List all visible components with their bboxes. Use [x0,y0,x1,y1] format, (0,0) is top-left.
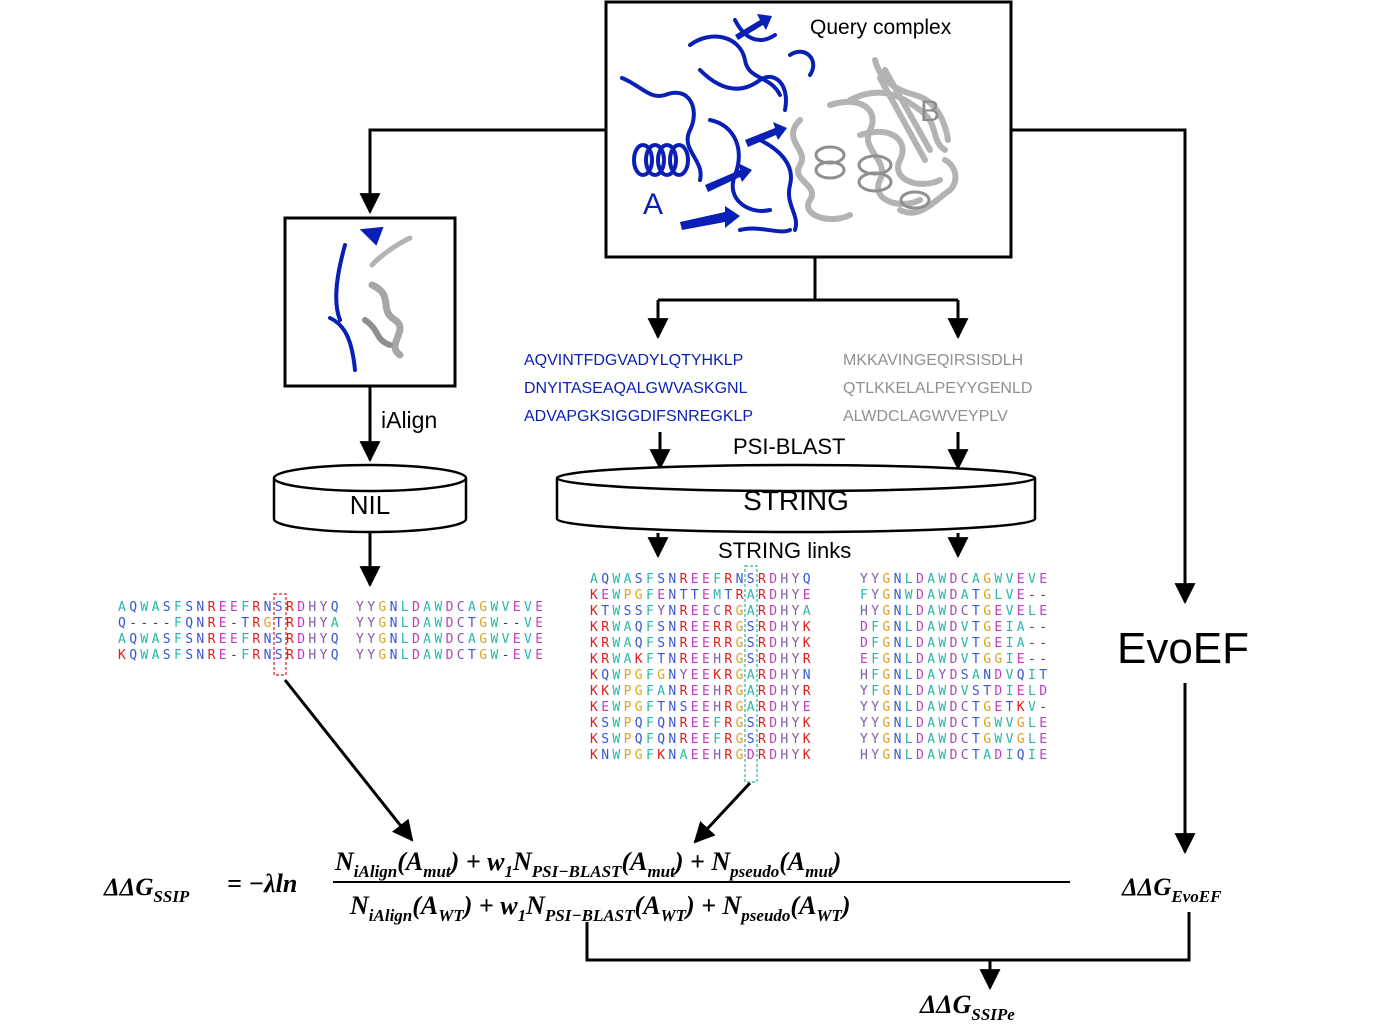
nil-label: NIL [350,490,390,520]
ialign-label: iAlign [381,407,437,433]
chain-b-label: B [920,95,940,128]
chain-a-seq-line-1: AQVINTFDGVADYLQTYHKLP [524,352,743,369]
ddg-evoef: ΔΔGEvoEF [1121,874,1222,906]
string-links-label: STRING links [718,538,851,563]
query-complex-box: Query complex A B [604,0,1013,259]
chain-b-structure [790,57,959,222]
chain-b-sequence: MKKAVINGEQIRSISDLH QTLKKELALPEYYGENLD AL… [843,352,1032,425]
query-complex-title: Query complex [810,16,952,39]
string-mutation-column-highlight [744,565,758,783]
ssip-formula: ΔΔGSSIP = −λln NiAlign(Amut) + w1NPSI−BL… [103,847,1222,1024]
evoef-label: EvoEF [1117,624,1249,673]
interface-structure [328,226,413,372]
string-database: STRING [555,463,1037,534]
chain-b-seq-line-2: QTLKKELALPEYYGENLD [843,380,1032,397]
interface-box [283,216,457,388]
chain-b-helices [814,145,931,210]
chain-a-seq-line-2: DNYITASEAQALGWVASKGNL [524,380,748,397]
nil-database: NIL [272,463,468,534]
chain-a-helix [632,143,690,177]
chain-a-label: A [643,188,663,221]
chain-a-sequence: AQVINTFDGVADYLQTYHKLP DNYITASEAQALGWVASK… [524,352,753,425]
connectors [283,128,1196,991]
string-label: STRING [743,485,849,516]
ialign-mutation-column-highlight [273,593,287,676]
ddg-ssip-lhs: ΔΔGSSIP [103,874,190,906]
formula-equals: = −λln [227,869,297,898]
chain-b-seq-line-3: ALWDCLAGWVEYPLV [843,408,1008,425]
formula-numerator: NiAlign(Amut) + w1NPSI−BLAST(Amut) + Nps… [334,847,841,881]
chain-b-seq-line-1: MKKAVINGEQIRSISDLH [843,352,1023,369]
formula-denominator: NiAlign(AWT) + w1NPSI−BLAST(AWT) + Npseu… [349,891,851,925]
ddg-ssipe: ΔΔGSSIPe [919,990,1015,1024]
psi-blast-label: PSI-BLAST [733,434,845,459]
chain-a-seq-line-3: ADVAPGKSIGGDIFSNREGKLP [524,408,753,425]
chain-a-strands [680,14,787,230]
